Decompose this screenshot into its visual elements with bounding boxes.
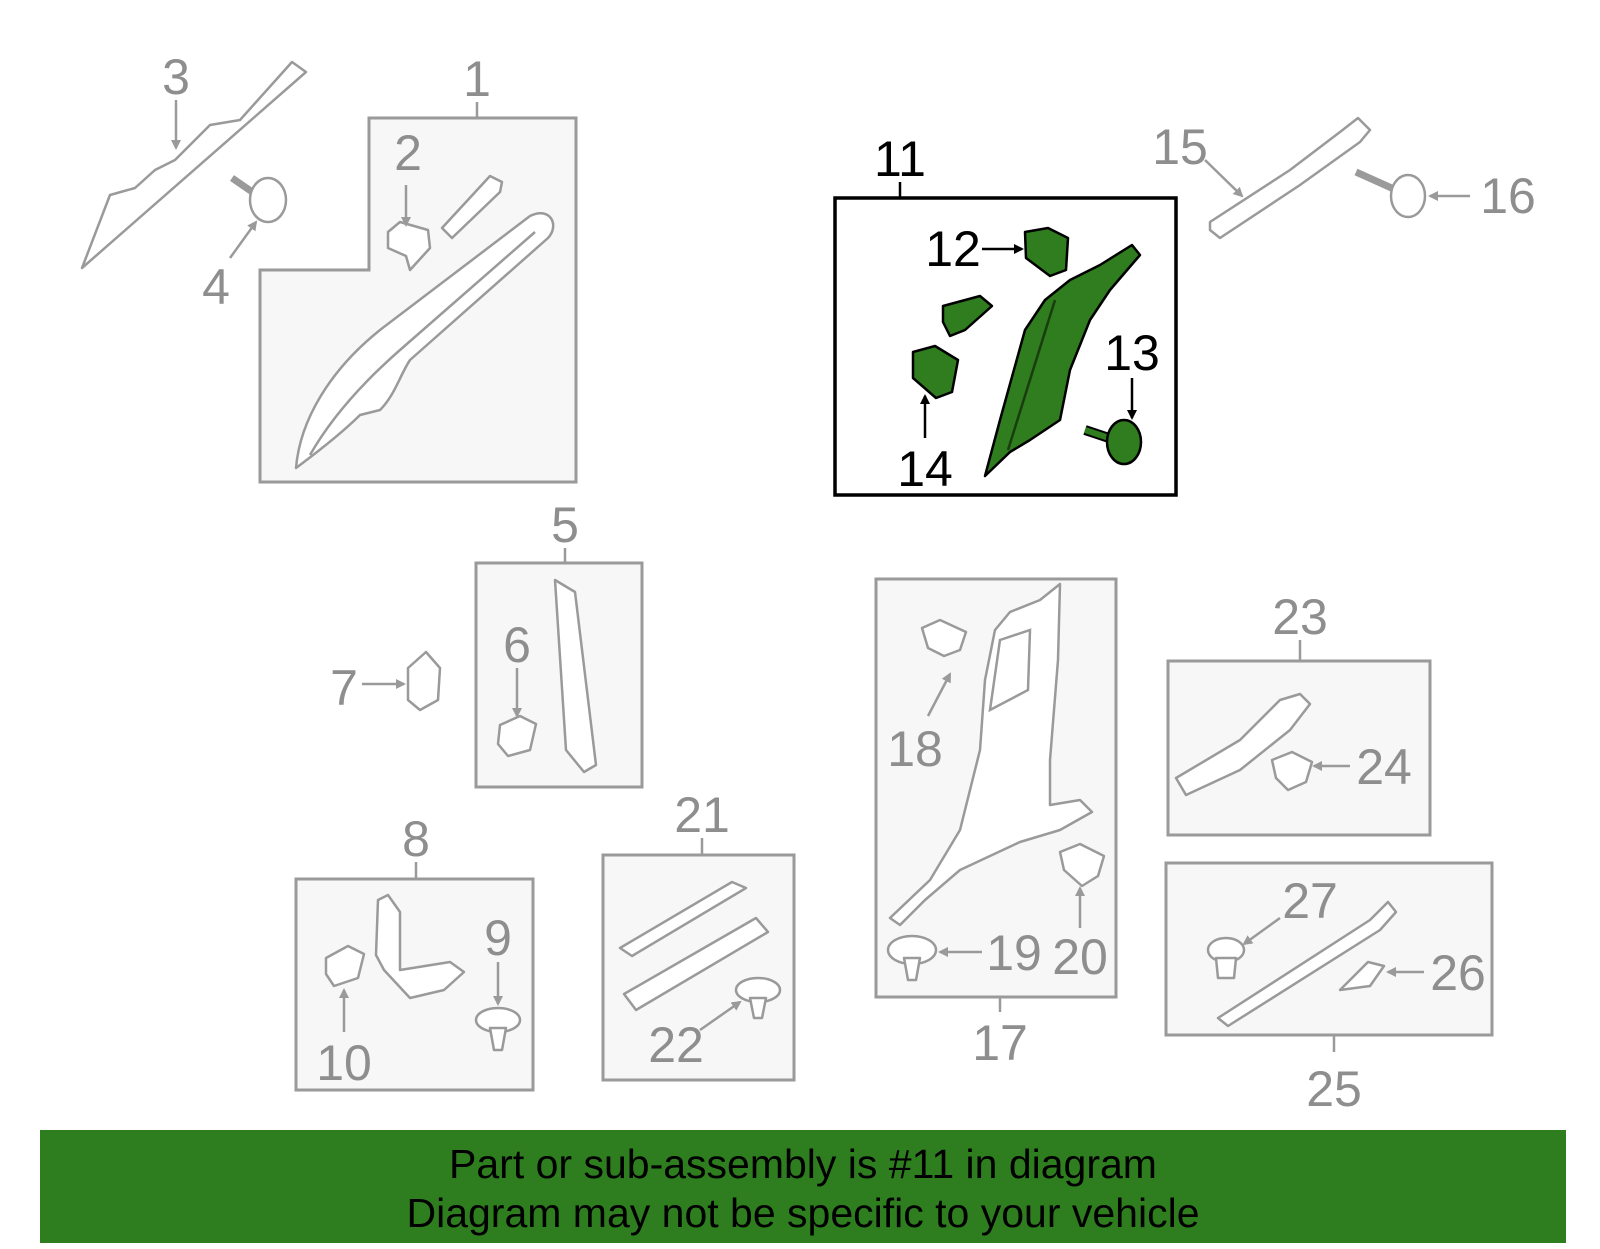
callout-7[interactable]: 7 xyxy=(330,660,358,716)
part-21-scuff-plate[interactable] xyxy=(618,880,748,958)
banner-line-2: Diagram may not be specific to your vehi… xyxy=(406,1190,1200,1236)
callout-22[interactable]: 22 xyxy=(648,1017,704,1073)
part-16-bolt[interactable] xyxy=(1354,168,1427,219)
callout-15[interactable]: 15 xyxy=(1152,119,1208,175)
callout-12[interactable]: 12 xyxy=(925,221,981,277)
part-17-pillar-trim[interactable] xyxy=(888,582,1094,927)
part-10-clip[interactable] xyxy=(324,944,366,988)
callout-3[interactable]: 3 xyxy=(162,49,190,105)
callout-23[interactable]: 23 xyxy=(1272,589,1328,645)
callout-24[interactable]: 24 xyxy=(1356,739,1412,795)
callout-25[interactable]: 25 xyxy=(1306,1061,1362,1117)
part-23-scuff-trim[interactable] xyxy=(1174,692,1312,797)
part-5-trim-strip[interactable] xyxy=(553,578,598,774)
callout-21[interactable]: 21 xyxy=(674,787,730,843)
part-7-clip[interactable] xyxy=(406,650,442,712)
callout-8[interactable]: 8 xyxy=(402,811,430,867)
callout-11[interactable]: 11 xyxy=(874,131,926,187)
callout-20[interactable]: 20 xyxy=(1052,929,1108,985)
part-21-scuff-base[interactable] xyxy=(622,916,770,1012)
part-19-push-pin[interactable] xyxy=(886,934,938,982)
part-15-retainer[interactable] xyxy=(1208,116,1372,240)
banner-line-1: Part or sub-assembly is #11 in diagram xyxy=(449,1141,1157,1187)
info-banner: Part or sub-assembly is #11 in diagram D… xyxy=(40,1130,1566,1243)
callout-27[interactable]: 27 xyxy=(1282,873,1338,929)
callout-2[interactable]: 2 xyxy=(394,125,422,181)
callout-13[interactable]: 13 xyxy=(1104,325,1160,381)
part-11-pillar-trim[interactable] xyxy=(983,243,1142,478)
callout-5[interactable]: 5 xyxy=(551,497,579,553)
callout-14[interactable]: 14 xyxy=(897,441,953,497)
callout-4[interactable]: 4 xyxy=(202,259,230,315)
callout-17[interactable]: 17 xyxy=(972,1015,1028,1071)
callout-19[interactable]: 19 xyxy=(986,925,1042,981)
callout-26[interactable]: 26 xyxy=(1430,945,1486,1001)
callout-1[interactable]: 1 xyxy=(463,51,491,107)
part-8-trim[interactable] xyxy=(374,893,466,1000)
part-26-clip[interactable] xyxy=(1338,960,1386,992)
part-18-clip[interactable] xyxy=(920,618,968,658)
callout-9[interactable]: 9 xyxy=(484,910,512,966)
callout-6[interactable]: 6 xyxy=(503,617,531,673)
part-3-molding[interactable] xyxy=(80,60,308,270)
part-27-bolt[interactable] xyxy=(1206,936,1246,980)
part-1-pillar-trim[interactable] xyxy=(294,212,555,470)
assembly-box-23 xyxy=(1166,659,1432,837)
part-9-push-pin[interactable] xyxy=(474,1006,522,1052)
part-clip[interactable] xyxy=(941,294,994,338)
part-25-sill-strip[interactable] xyxy=(1216,900,1398,1028)
callout-16[interactable]: 16 xyxy=(1480,168,1536,224)
part-12-clip[interactable] xyxy=(1023,226,1070,278)
part-13-bolt[interactable] xyxy=(1083,418,1143,466)
part-6-clip[interactable] xyxy=(496,714,538,758)
part-22-push-pin[interactable] xyxy=(734,976,782,1020)
part-20-clip[interactable] xyxy=(1058,842,1106,888)
part-24-clip[interactable] xyxy=(1270,750,1314,792)
callout-10[interactable]: 10 xyxy=(316,1035,372,1091)
part-handle-clip[interactable] xyxy=(440,174,504,240)
callout-18[interactable]: 18 xyxy=(887,721,943,777)
part-14-clip[interactable] xyxy=(911,344,960,400)
part-4-bolt[interactable] xyxy=(230,175,288,224)
